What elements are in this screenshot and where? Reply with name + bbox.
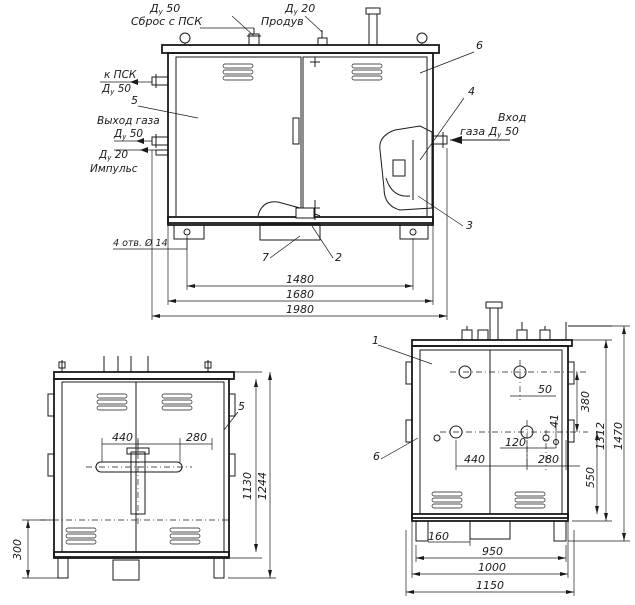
- dim-1312: 1312: [594, 422, 607, 450]
- dim-300: 300: [11, 539, 24, 560]
- label-k-psk: к ПСК: [104, 69, 137, 81]
- pipe-vhod: [432, 132, 448, 148]
- callout-5-side: 5: [238, 400, 245, 413]
- side-roof: [53, 371, 235, 380]
- label-holes: 4 отв. Ø 14: [113, 238, 168, 249]
- dim-41: 41: [548, 414, 561, 428]
- marker-top: [310, 57, 320, 67]
- dim-120: 120: [505, 436, 526, 449]
- dim-50: 50: [538, 383, 552, 396]
- dim-1000: 1000: [478, 561, 506, 574]
- dim-160: 160: [428, 530, 449, 543]
- label-du20-imp: Ду 20: [98, 149, 128, 162]
- right-holes: [433, 360, 588, 470]
- arrow-impuls: [140, 147, 148, 153]
- dim-1130: 1130: [241, 472, 254, 500]
- callout-7: 7: [262, 251, 269, 264]
- label-impuls: Импульс: [90, 163, 138, 175]
- label-vhod-gaza: газа Ду 50: [460, 125, 519, 139]
- front-dimensions: 1480 1680 1980: [151, 148, 448, 320]
- dim-1244: 1244: [256, 472, 269, 500]
- front-foot-right: [399, 224, 429, 240]
- arrow-k-psk: [130, 79, 138, 85]
- label-du50-left: Ду 50: [101, 83, 131, 96]
- front-roof: [161, 44, 440, 54]
- marker-base: [310, 203, 320, 213]
- pipe-sbros: [247, 28, 261, 46]
- dim-side-440: 440: [112, 431, 133, 444]
- label-produv: Продув: [261, 15, 304, 28]
- dim-950: 950: [482, 545, 503, 558]
- front-door-left: [175, 56, 302, 218]
- front-view: Ду 50 Сброс с ПСК Ду 20 Продув к ПСК Ду …: [90, 2, 526, 320]
- label-vyhod: Выход газа: [97, 115, 160, 127]
- dim-1150: 1150: [476, 579, 504, 592]
- callout-1: 1: [372, 334, 379, 347]
- dim-1470: 1470: [612, 422, 625, 450]
- dim-right-280: 280: [538, 453, 559, 466]
- dim-1980: 1980: [286, 303, 314, 316]
- callout-6-front: 6: [476, 39, 483, 52]
- front-vent-left: [222, 63, 254, 81]
- side-base: [53, 551, 230, 559]
- right-roof-pipes: [461, 301, 612, 341]
- lifting-eye-left: [179, 32, 191, 44]
- side-top-pipes: [58, 356, 212, 372]
- front-door-right: [302, 56, 428, 218]
- front-vent-right: [351, 63, 383, 81]
- drain-assembly: [257, 200, 321, 241]
- side-vents: [65, 393, 201, 545]
- pipe-vent-stack: [365, 7, 381, 46]
- label-du20-top: Ду 20: [284, 2, 315, 16]
- callout-4: 4: [468, 85, 475, 98]
- label-vhod: Вход: [498, 111, 526, 124]
- dim-380: 380: [579, 391, 592, 412]
- pipe-impuls: [155, 149, 169, 156]
- label-du50-top: Ду 50: [149, 2, 180, 16]
- arrow-vyhod: [136, 138, 144, 144]
- dim-side-280: 280: [186, 431, 207, 444]
- regulator-cutaway: [379, 125, 433, 211]
- pipe-k-psk: [151, 74, 169, 88]
- dim-1480: 1480: [286, 273, 314, 286]
- dim-1680: 1680: [286, 288, 314, 301]
- callout-6-right: 6: [373, 450, 380, 463]
- right-vents: [431, 491, 546, 509]
- pipe-produv: [317, 30, 328, 46]
- front-door-handle: [292, 117, 300, 145]
- side-view: 5 440 280 1130 1244: [11, 356, 276, 581]
- arrow-vhod: [450, 136, 462, 144]
- callout-3: 3: [466, 219, 473, 232]
- right-view: 1 6 50 380 41 120 1312: [372, 301, 630, 596]
- lifting-eye-right: [416, 32, 428, 44]
- pipe-vyhod: [151, 134, 169, 148]
- right-dimensions: 50 380 41 120 1312 1470: [405, 325, 630, 596]
- side-pipe-cross: [40, 440, 230, 525]
- side-dimensions: 440 280 1130 1244 300: [11, 371, 276, 579]
- callout-2: 2: [335, 251, 342, 264]
- callout-5-front: 5: [131, 94, 138, 107]
- label-du50-vyhod: Ду 50: [113, 128, 143, 141]
- front-foot-left: [173, 224, 205, 240]
- dim-550: 550: [584, 467, 597, 488]
- label-sbros: Сброс с ПСК: [131, 15, 203, 28]
- side-body: [53, 378, 230, 558]
- dim-right-440: 440: [464, 453, 485, 466]
